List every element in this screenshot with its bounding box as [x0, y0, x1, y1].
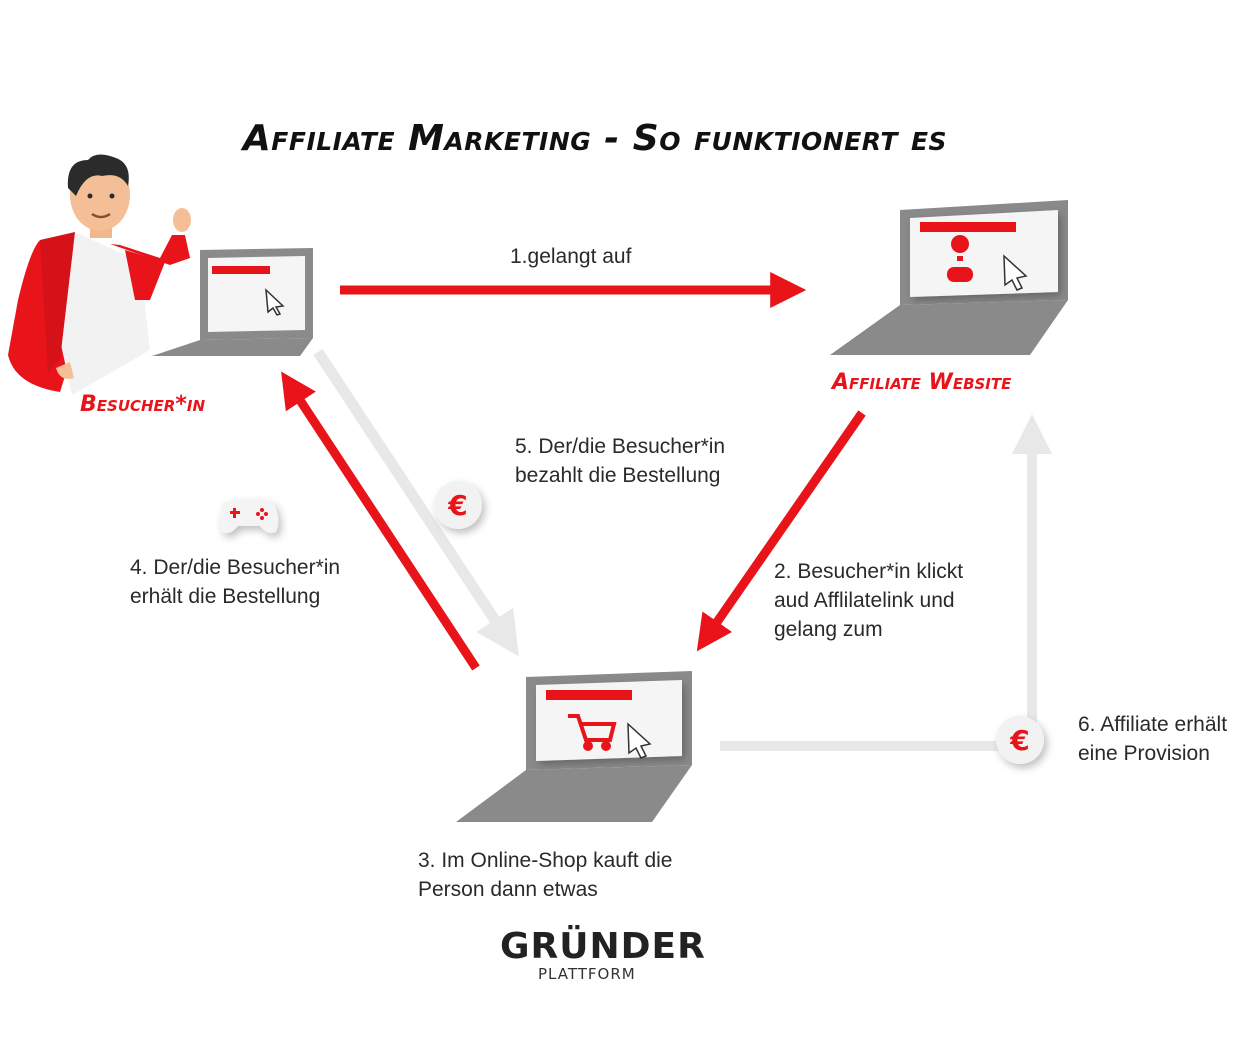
logo-subtitle: PLATTFORM	[538, 965, 636, 983]
svg-text:€: €	[447, 489, 467, 522]
laptop-icon-shop	[456, 671, 692, 822]
page-title: Affiliate Marketing - So funktionert es	[242, 118, 948, 159]
step-3-text: 3. Im Online-Shop kauft die Person dann …	[418, 849, 673, 901]
shopping-cart-icon	[568, 714, 617, 751]
affiliate-website-label: Affiliate Website	[832, 370, 1012, 395]
step-1-text: 1.gelangt auf	[510, 245, 632, 268]
laptop-icon-affiliate	[830, 200, 1068, 355]
hot-air-balloon-icon	[951, 235, 969, 261]
step-4-text: 4. Der/die Besucher*in erhält die Bestel…	[130, 556, 341, 608]
step-6-text: 6. Affiliate erhält eine Provision	[1078, 713, 1228, 765]
cursor-icon	[1003, 254, 1028, 291]
arrow-step-4	[281, 371, 480, 671]
euro-coin-icon-payment: €	[434, 481, 482, 529]
step-5-text: 5. Der/die Besucher*in bezahlt die Beste…	[515, 435, 726, 487]
logo-wordmark: GRÜNDER	[500, 926, 706, 967]
laptop-icon-visitor	[152, 248, 313, 356]
gamepad-icon	[219, 499, 279, 534]
arrow-payment	[313, 348, 519, 657]
visitor-label: Besucher*in	[80, 392, 205, 417]
gamepad-icon-screen	[947, 267, 973, 282]
person-icon	[8, 154, 191, 395]
cursor-icon-shop	[627, 722, 652, 759]
euro-coin-icon-commission: €	[996, 716, 1044, 764]
svg-text:€: €	[1009, 724, 1029, 757]
arrow-step-2	[696, 410, 866, 652]
step-2-text: 2. Besucher*in klickt aud Afflilatelink …	[774, 560, 964, 641]
